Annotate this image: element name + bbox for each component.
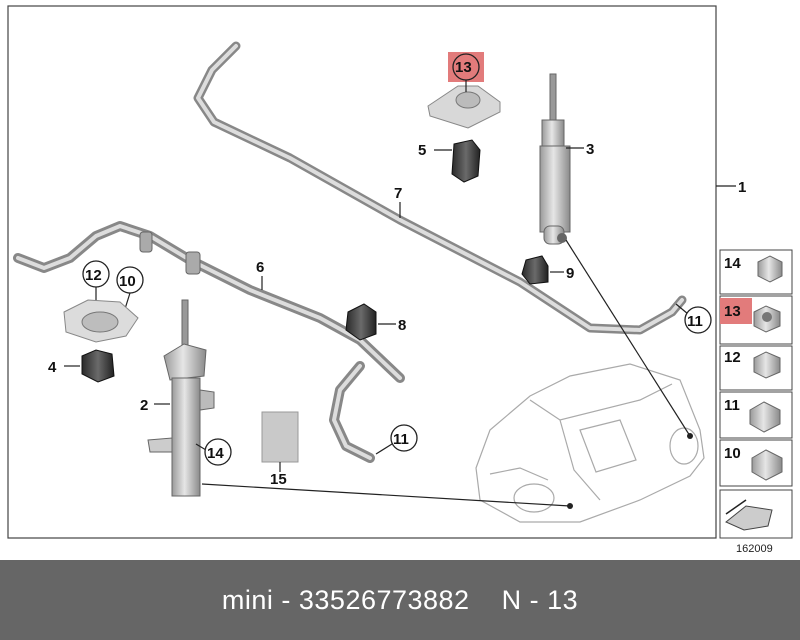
label-6: 6	[256, 259, 264, 276]
label-3: 3	[586, 141, 594, 158]
label-8: 8	[398, 317, 406, 334]
stabilizer-bushing-9	[521, 255, 549, 285]
footer-brand: mini	[221, 584, 274, 615]
rear-shock-absorber	[539, 73, 571, 245]
legend-item-10: 10	[724, 445, 741, 462]
highlight-13-top	[448, 52, 484, 82]
label-7: 7	[394, 185, 402, 202]
front-strut	[147, 299, 215, 497]
label-12: 12	[85, 267, 102, 284]
bump-stop-5	[451, 139, 481, 183]
label-14: 14	[207, 445, 224, 462]
part-15-pad	[261, 411, 299, 463]
label-4: 4	[48, 359, 57, 376]
bump-stop-4	[81, 349, 115, 383]
footer-separator: -	[273, 584, 299, 615]
legend-item-13: 13	[724, 303, 741, 320]
fastener-legend: 14 13 12 11 10	[719, 249, 793, 539]
parts-diagram: 1 7 6 13 5 3 9	[7, 5, 793, 555]
label-2: 2	[140, 397, 148, 414]
legend-highlight-13	[720, 298, 752, 324]
legend-item-12: 12	[724, 349, 741, 366]
label-15: 15	[270, 471, 287, 488]
footer-position: N - 13	[501, 584, 579, 615]
footer-part-number: 33526773882	[298, 584, 470, 615]
strut-mount-front	[63, 299, 139, 343]
stabilizer-bushing-8	[345, 303, 377, 341]
label-5: 5	[418, 142, 426, 159]
footer-bar: mini - 33526773882 N - 13	[0, 560, 800, 640]
label-11-lower: 11	[393, 431, 409, 448]
label-11-right: 11	[687, 313, 703, 330]
label-1: 1	[738, 179, 746, 196]
legend-item-11: 11	[724, 397, 740, 414]
label-10: 10	[119, 273, 136, 290]
car-outline	[475, 363, 705, 523]
diagram-frame	[7, 5, 717, 539]
label-9: 9	[566, 265, 574, 282]
diagram-id: 162009	[736, 543, 773, 555]
legend-item-14: 14	[724, 255, 741, 272]
front-stabilizer-bar	[13, 221, 405, 463]
rear-stabilizer-bar	[193, 41, 687, 335]
footer-gap	[470, 585, 502, 616]
label-13: 13	[455, 59, 472, 76]
strut-mount-rear	[427, 85, 501, 129]
